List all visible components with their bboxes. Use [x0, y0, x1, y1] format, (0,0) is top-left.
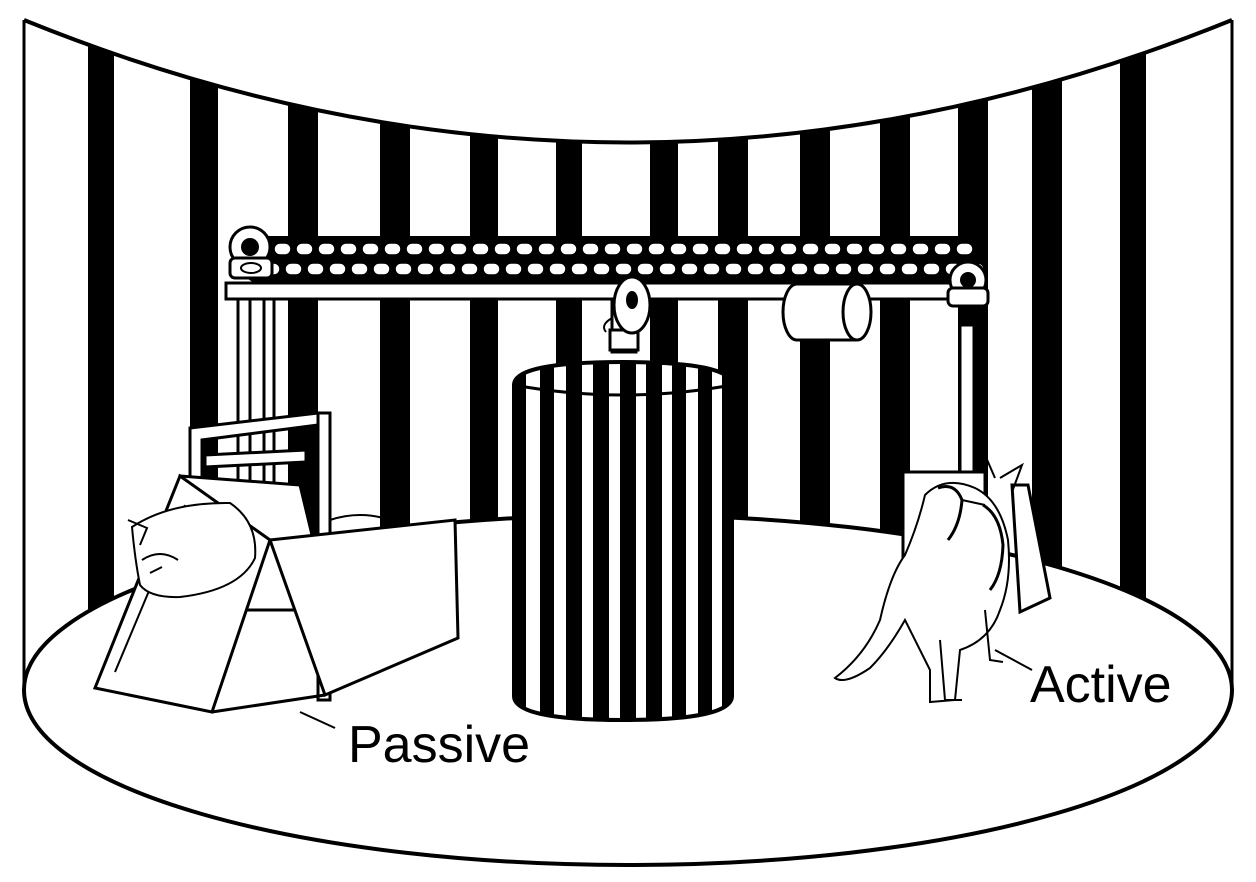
harness-icon — [937, 485, 1005, 591]
chain-link — [504, 262, 523, 276]
chain-link — [350, 262, 369, 276]
counterweight — [781, 282, 873, 342]
chain-link — [735, 242, 754, 256]
drum-stripe — [698, 362, 712, 720]
chain-link — [317, 242, 336, 256]
chain-link — [372, 262, 391, 276]
chain-link — [878, 262, 897, 276]
chain-conveyor-icon — [240, 236, 985, 284]
chain-link — [790, 262, 809, 276]
wall-stripe — [88, 20, 114, 680]
sprocket-icon — [228, 225, 990, 308]
chain-link — [834, 262, 853, 276]
wall-top-edge — [23, 18, 1233, 145]
chain-link — [845, 242, 864, 256]
chain-link — [900, 262, 919, 276]
chain-link — [823, 242, 842, 256]
chain-link — [779, 242, 798, 256]
wall-stripe — [1120, 20, 1146, 680]
chain-link — [592, 262, 611, 276]
striped-drum-icon — [512, 359, 734, 723]
chain-link — [559, 242, 578, 256]
chain-link — [394, 262, 413, 276]
chain-link — [856, 262, 875, 276]
chain-link — [614, 262, 633, 276]
chain-link — [581, 242, 600, 256]
chain-link — [537, 242, 556, 256]
chain-link — [449, 242, 468, 256]
chain-link — [889, 242, 908, 256]
drum-stripe — [566, 362, 582, 720]
chain-link — [471, 242, 490, 256]
chain-link — [460, 262, 479, 276]
chain-link — [768, 262, 787, 276]
chain-link — [658, 262, 677, 276]
drum-stripe — [620, 362, 636, 720]
chain-link — [636, 262, 655, 276]
active-leader-line — [994, 649, 1033, 671]
chain-link — [361, 242, 380, 256]
chain-link — [911, 242, 930, 256]
chain-link — [339, 242, 358, 256]
chain-link — [801, 242, 820, 256]
cat-icon — [833, 452, 1024, 704]
chain-link — [306, 262, 325, 276]
chain-link — [493, 242, 512, 256]
chain-link — [713, 242, 732, 256]
pivot-mount — [603, 275, 652, 354]
chain-link — [933, 242, 952, 256]
chain-link — [867, 242, 886, 256]
chain-link — [812, 262, 831, 276]
drum-stripe — [672, 362, 686, 720]
chain-link — [328, 262, 347, 276]
chain-link — [625, 242, 644, 256]
passive-leader-line — [299, 711, 336, 729]
drum-stripe — [722, 362, 732, 720]
chain-link — [669, 242, 688, 256]
chain-link — [746, 262, 765, 276]
chain-link — [691, 242, 710, 256]
chain-link — [383, 242, 402, 256]
chain-link — [427, 242, 446, 256]
drum-stripe — [646, 362, 662, 720]
chain-link — [570, 262, 589, 276]
chain-link — [702, 262, 721, 276]
cat-icon — [127, 501, 391, 599]
chain-link — [405, 242, 424, 256]
drum-stripe — [593, 362, 609, 720]
active-label: Active — [1030, 656, 1172, 714]
chain-link — [922, 262, 941, 276]
horizontal-beam — [224, 281, 988, 301]
chain-link — [526, 262, 545, 276]
chain-link — [482, 262, 501, 276]
chain-link — [515, 242, 534, 256]
chain-link — [273, 242, 292, 256]
chain-link — [724, 262, 743, 276]
chain-link — [647, 242, 666, 256]
chain-link — [757, 242, 776, 256]
passive-label: Passive — [348, 716, 530, 774]
chain-link — [955, 242, 974, 256]
drum-stripe — [540, 362, 554, 720]
chain-link — [438, 262, 457, 276]
chain-link — [416, 262, 435, 276]
chain-link — [548, 262, 567, 276]
chain-link — [680, 262, 699, 276]
chain-link — [603, 242, 622, 256]
chain-link — [284, 262, 303, 276]
chain-link — [295, 242, 314, 256]
drum-stripe — [514, 362, 526, 720]
